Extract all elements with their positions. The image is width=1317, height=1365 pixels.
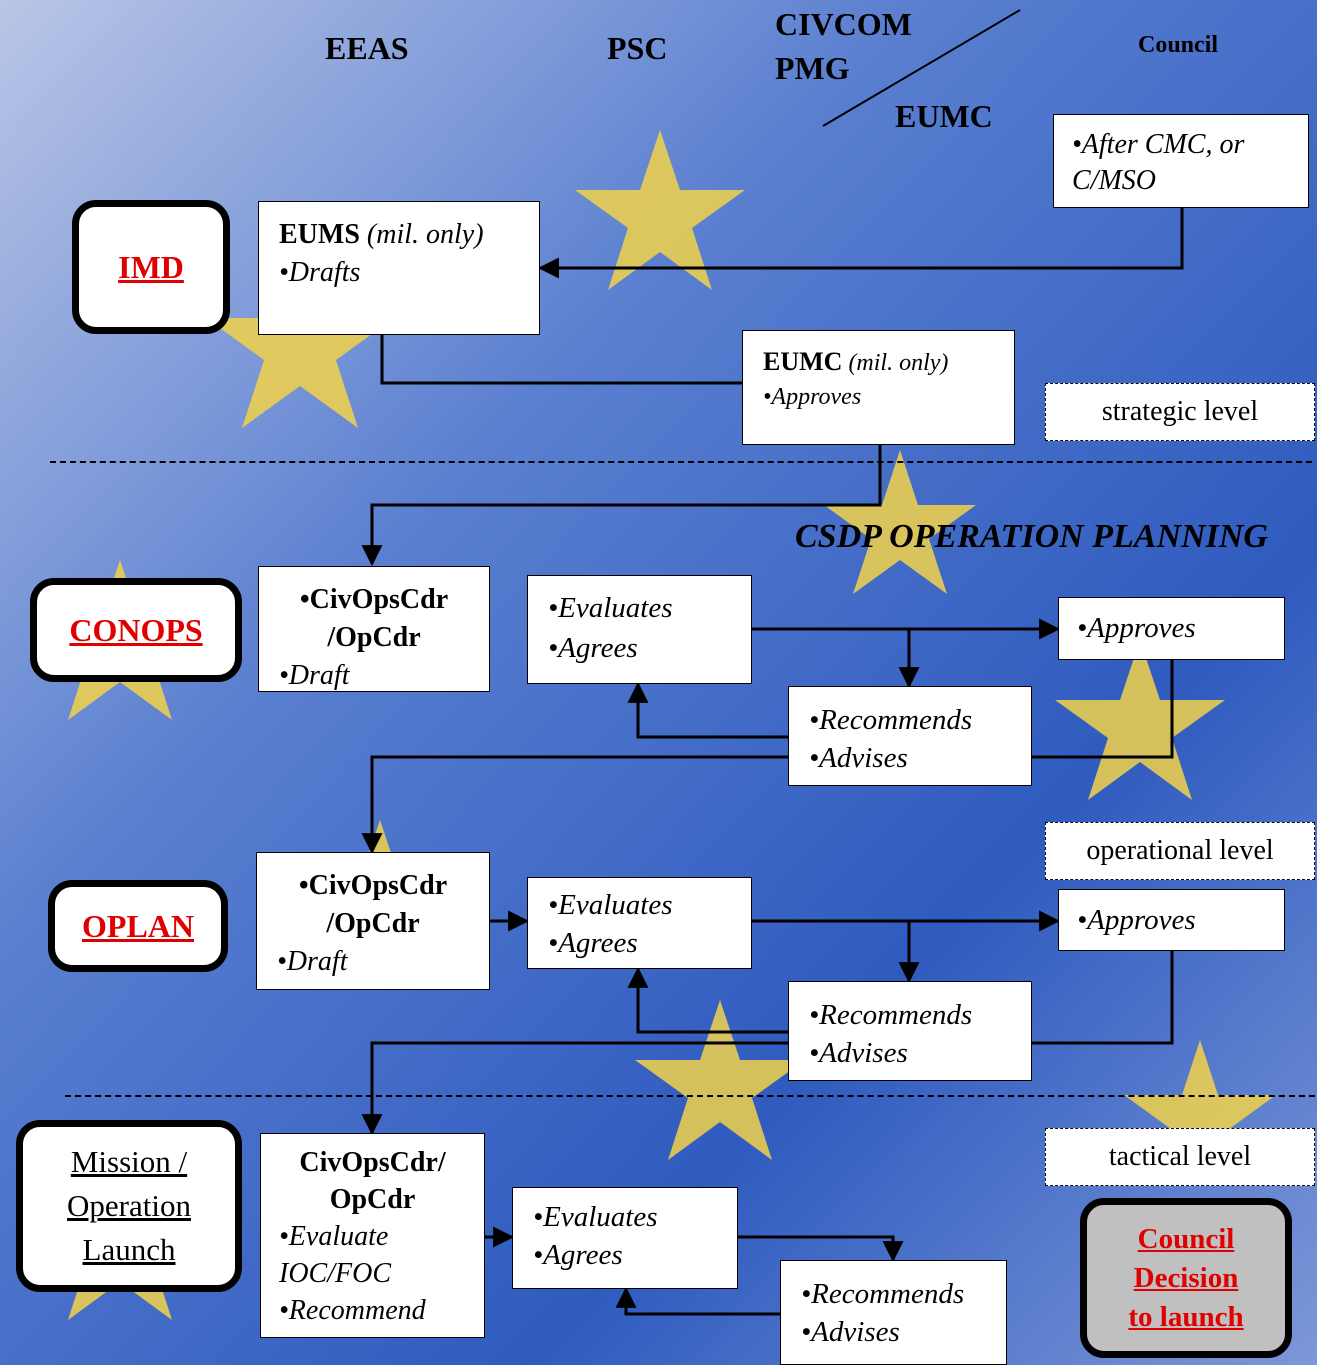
eumc-to-conops-arrow [361,445,882,567]
oplan-doc: OPLAN [48,880,228,972]
council-decision-line-1: Council [1137,1222,1235,1255]
eums-note: (mil. only) [366,219,484,250]
oplan-eval-line-2: •Agrees [548,927,638,959]
council-decision-line-3: to launch [1128,1300,1244,1333]
launch-eval-box: •Evaluates •Agrees [512,1187,738,1289]
conops-draft-line-1: •CivOpsCdr [299,584,449,615]
operational-separator [65,1095,1315,1097]
eumc-title: EUMC [763,347,843,376]
launch-line-3: Launch [82,1232,176,1267]
imd-doc: IMD [72,200,230,334]
conops-eval-box: •Evaluates •Agrees [527,575,752,684]
header-eumc: EUMC [895,98,993,134]
launch-eval-line-2: •Agrees [533,1239,623,1271]
diagram-title: CSDP OPERATION PLANNING [795,518,1268,555]
launch-rec-box: •Recommends •Advises [780,1260,1007,1365]
tactical-level-label: tactical level [1045,1128,1315,1186]
council-to-eums-arrow [537,208,1184,279]
oplan-eval-box: •Evaluates •Agrees [527,877,752,969]
conops-eval-line-2: •Agrees [548,632,638,664]
star-icon [1124,1040,1276,1184]
launch-draft-box: CivOpsCdr/ OpCdr •Evaluate IOC/FOC •Reco… [260,1133,485,1338]
eums-box: EUMS (mil. only) •Drafts [258,201,540,335]
eums-to-eumc-line [380,334,742,385]
conops-label: CONOPS [69,611,203,648]
launch-line-2: Operation [67,1188,191,1223]
oplan-rec-line-1: •Recommends [809,999,973,1031]
conops-eval-line-1: •Evaluates [548,592,673,624]
eums-title: EUMS [279,219,360,250]
council-cmc-box: •After CMC, or C/MSO [1053,114,1309,208]
launch-draft-line-1: CivOpsCdr/ [299,1147,446,1178]
oplan-eval-line-1: •Evaluates [548,889,673,921]
launch-rec-to-eval-arrow [615,1286,782,1316]
oplan-to-launch-arrow [361,951,1174,1136]
oplan-approve-label: •Approves [1077,904,1196,936]
launch-draft-line-3: •Evaluate [279,1221,389,1252]
imd-label: IMD [118,248,184,285]
header-pmg: PMG [775,50,850,86]
conops-rec-box: •Recommends •Advises [788,686,1032,786]
launch-eval-line-1: •Evaluates [533,1201,658,1233]
eumc-action: •Approves [763,384,862,410]
conops-draft-box: •CivOpsCdr /OpCdr •Draft [258,566,490,692]
conops-approve-box: •Approves [1058,597,1285,660]
oplan-draft-line-2: /OpCdr [326,908,420,939]
launch-draft-line-5: •Recommend [279,1295,426,1326]
launch-eval-to-rec-arrow [738,1235,904,1263]
oplan-rec-line-2: •Advises [809,1037,908,1069]
star-icon [1055,640,1225,800]
eumc-box: EUMC (mil. only) •Approves [742,330,1015,445]
star-icon [206,250,394,428]
eums-action: •Drafts [279,257,361,288]
operational-level-label: operational level [1045,822,1315,880]
conops-rec-line-1: •Recommends [809,704,973,736]
council-decision-box: Council Decision to launch [1080,1198,1292,1358]
strategic-level-label: strategic level [1045,383,1315,441]
oplan-approve-box: •Approves [1058,889,1285,951]
oplan-draft-box: •CivOpsCdr /OpCdr •Draft [256,852,490,990]
header-psc: PSC [607,30,668,66]
header-divider [822,9,1021,127]
header-eeas: EEAS [325,30,409,66]
oplan-rec-box: •Recommends •Advises [788,981,1032,1081]
strategic-separator [50,461,1312,463]
conops-to-oplan-arrow [361,660,1174,855]
conops-draft-line-3: •Draft [279,660,350,691]
council-cmc-line-2: C/MSO [1072,165,1156,196]
conops-rec-line-2: •Advises [809,742,908,774]
conops-rec-to-eval-arrow [627,681,790,739]
eumc-note: (mil. only) [848,350,949,376]
conops-draft-line-2: /OpCdr [327,622,421,653]
council-cmc-line-1: •After CMC, or [1072,129,1245,160]
conops-approve-label: •Approves [1077,612,1196,644]
oplan-draft-line-3: •Draft [277,946,348,977]
conops-doc: CONOPS [30,578,242,682]
oplan-rec-to-eval-arrow [627,966,790,1034]
star-icon [575,130,745,290]
star-icon [635,1000,805,1160]
oplan-draft-line-1: •CivOpsCdr [298,870,448,901]
launch-line-1: Mission / [70,1144,188,1179]
oplan-label: OPLAN [82,907,194,944]
launch-rec-line-1: •Recommends [801,1278,965,1310]
launch-draft-line-2: OpCdr [329,1184,416,1215]
council-decision-line-2: Decision [1133,1261,1239,1294]
header-civcom: CIVCOM [775,6,912,42]
launch-draft-line-4: IOC/FOC [279,1258,391,1289]
header-council: Council [1138,32,1219,58]
star-icon [824,450,976,594]
launch-rec-line-2: •Advises [801,1316,900,1348]
launch-doc: Mission / Operation Launch [16,1120,242,1292]
